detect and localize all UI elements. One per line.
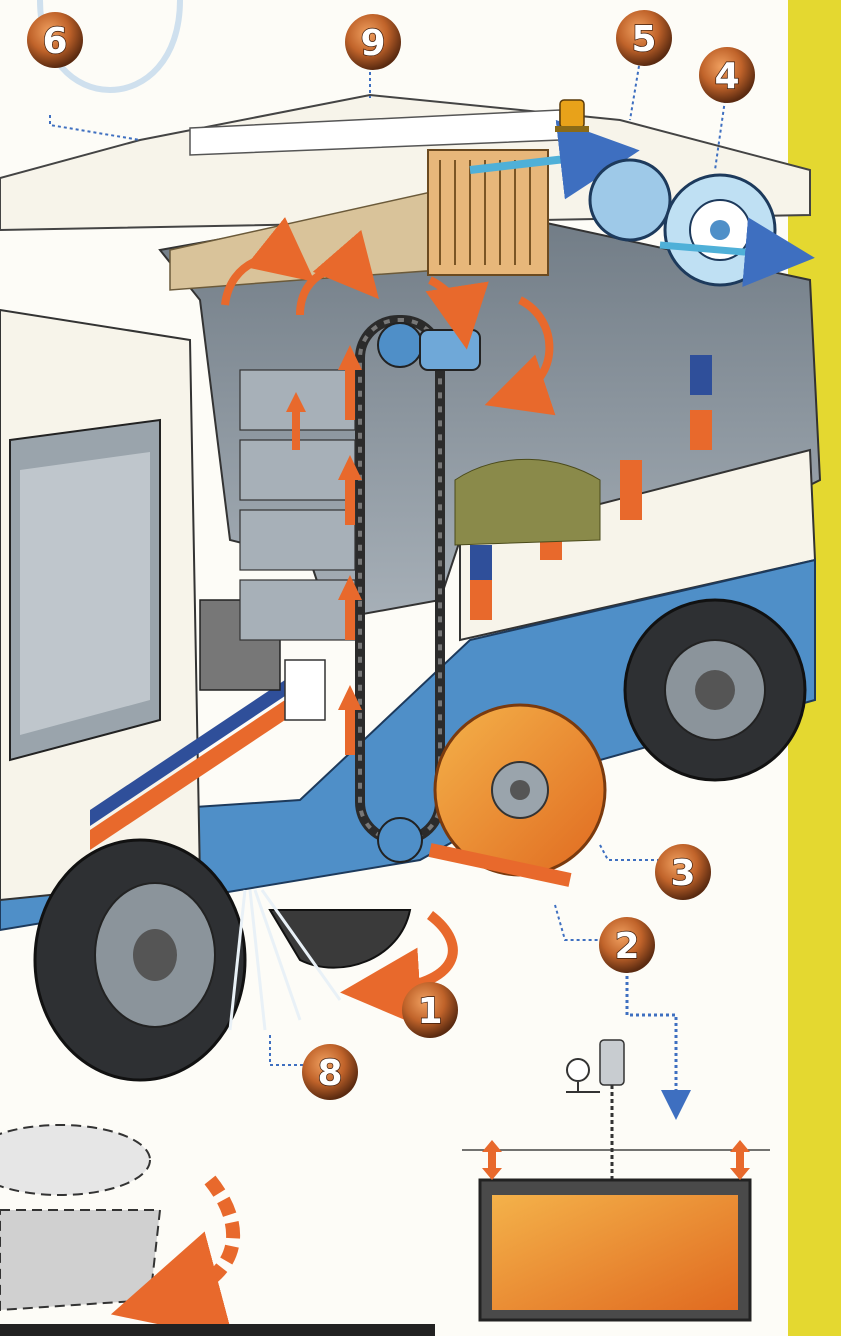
rear-wheel [625,600,805,780]
leader-8 [270,1035,310,1065]
leader-6 [50,115,140,140]
callout-label-3: 3 [670,853,695,894]
collected-debris [455,459,600,545]
callout-label-5: 5 [631,19,656,60]
callout-label-1: 1 [417,991,442,1032]
leader-2 [555,905,605,940]
front-wheel [35,840,245,1080]
callout-6: 6 [27,12,83,68]
callout-label-6: 6 [42,21,67,62]
flow-arrow-icon [482,1140,750,1180]
callout-5: 5 [616,10,672,66]
side-brush-icon [270,910,410,968]
beacon-light-icon [555,100,589,132]
callout-label-8: 8 [317,1053,342,1094]
callout-1: 1 [402,982,458,1038]
callout-8: 8 [302,1044,358,1100]
callout-9: 9 [345,14,401,70]
callout-3: 3 [655,844,711,900]
roller-brush-pressure-inset [462,1040,770,1320]
leader-2-inset [627,970,676,1105]
pressure-gauge-icon [566,1040,624,1092]
inset-caption-bar [0,1324,435,1336]
callout-label-2: 2 [614,926,639,967]
callout-label-9: 9 [360,23,385,64]
callout-4: 4 [699,47,755,103]
side-brush-detail-inset [0,1125,233,1310]
callout-2: 2 [599,917,655,973]
leader-3 [600,845,665,860]
leader-5 [630,60,640,120]
callout-label-4: 4 [714,56,739,97]
